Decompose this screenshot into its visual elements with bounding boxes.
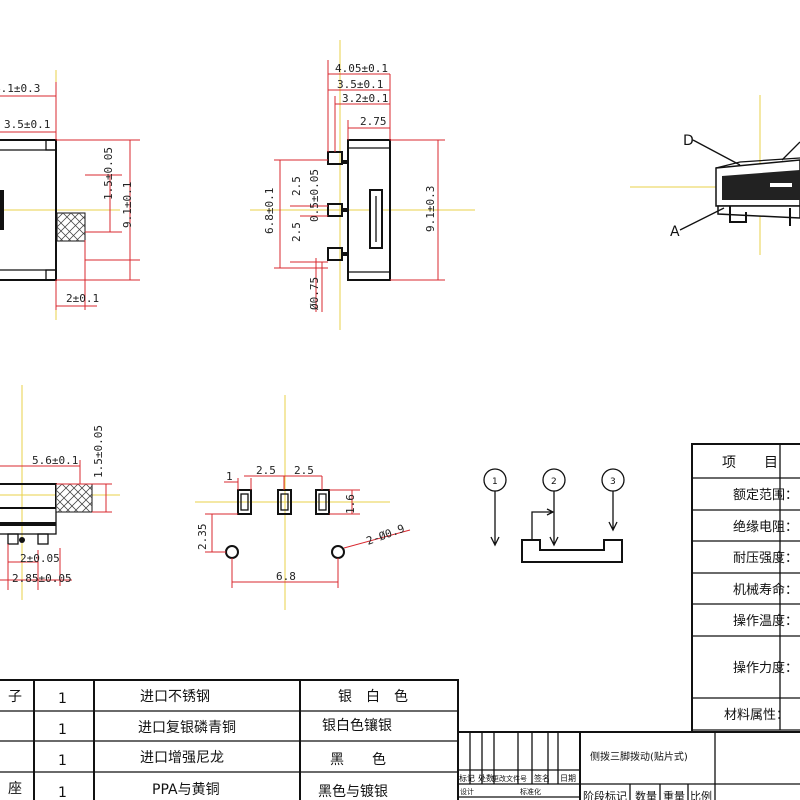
spec-row-2: 绝缘电阻： [733,519,798,535]
spec-header: 项 目 [722,455,778,471]
spec-row-6: 操作力度： [733,660,798,676]
side-view: 4.05±0.1 3.5±0.1 3.2±0.1 2.75 6.8±0.1 2.… [250,40,475,330]
spec-row-3: 耐压强度： [733,550,798,566]
product-name: 侧拨三脚拨动(贴片式) [590,750,688,763]
top-view: 4.1±0.3 3.5±0.1 2±0.1 1.5±0.05 9.1±0.1 [0,70,140,320]
dim-front-a: 5.6±0.1 [32,454,78,467]
iso-label-a: A [670,224,680,240]
pin-3-label: 3 [610,477,616,487]
dim-side-g: 0.5±0.05 [308,169,321,222]
dim-side-h: 2.5 [290,222,303,242]
spec-row-7: 材料属性： [724,708,789,723]
bom-r3-finish: 黑 色 [330,751,386,768]
dim-pcb-a: 1 [226,470,233,483]
tb-stage: 阶段标记 [583,789,627,800]
bom-r1-material: 进口不锈钢 [140,689,210,705]
dim-top-e: 2±0.1 [66,292,99,305]
dim-top-b: 3.5±0.1 [4,118,50,131]
iso-label-d: D [683,133,694,149]
spec-table: 项 目 额定范围： 绝缘电阻： 耐压强度： 机械寿命： 操作温度： 操作力度： … [691,443,800,733]
tb-design: 设计 [460,787,474,796]
circuit-schematic: 1 2 3 [483,468,625,563]
bom-r3-material: 进口增强尼龙 [140,750,224,766]
bom-r3-qty: 1 [58,753,67,769]
dim-side-c: 3.2±0.1 [342,92,388,105]
dim-side-i: 9.1±0.3 [424,186,437,232]
bom-r2-qty: 1 [58,722,67,738]
dim-top-d: 9.1±0.1 [121,182,134,228]
bom-r4-material: PPA与黄铜 [152,781,220,798]
dim-front-b: 1.5±0.05 [92,425,105,478]
bom-table: 子 1 进口不锈钢 银 白 色 1 进口复银磷青铜 银白色镶银 1 进口增强尼龙… [0,679,459,800]
tb-scale: 比例 [690,789,712,800]
dim-front-d: 2.85±0.05 [12,572,72,585]
dim-pcb-g: 6.8 [276,570,296,583]
bom-r2-finish: 银白色镶银 [322,717,392,734]
bom-r1-finish: 银 白 色 [338,688,408,705]
spec-row-5: 操作温度： [733,613,798,629]
dim-side-a: 4.05±0.1 [335,62,388,75]
tb-h-5: 日期 [560,774,576,783]
dim-pcb-b: 2.5 [256,464,276,477]
tb-standard: 标准化 [520,787,541,796]
dim-pcb-d: 1.6 [344,494,357,514]
spec-row-1: 额定范围： [733,488,798,503]
tb-h-2: 处数 [478,773,494,783]
bom-r1-part: 子 [8,689,22,705]
dim-pcb-f: 2-Ø0.9 [365,522,407,548]
bom-r4-part: 座 [8,781,22,797]
tb-weight: 重量 [663,789,685,800]
dim-side-f: 2.5 [290,176,303,196]
dim-pcb-e: 2.35 [196,524,209,551]
dim-side-j: Ø0.75 [308,277,321,310]
tb-h-4: 签名 [534,773,550,783]
pin-2-label: 2 [551,477,557,487]
dim-top-c: 1.5±0.05 [102,147,115,200]
tb-h-1: 标记 [459,773,475,783]
tb-qty: 数量 [635,790,657,800]
tb-h-3: 更改文件号 [492,774,527,783]
dim-top-a: 4.1±0.3 [0,82,40,95]
dim-side-d: 2.75 [360,115,387,128]
iso-view: D A [630,95,800,255]
dim-pcb-c: 2.5 [294,464,314,477]
pcb-layout: 1 2.5 2.5 1.6 2.35 2-Ø0.9 6.8 [195,395,411,610]
bom-r4-qty: 1 [58,785,67,800]
title-block: 侧拨三脚拨动(贴片式) 标记 处数 更改文件号 签名 日期 设计 标准化 阶段标… [457,731,800,800]
bom-r4-finish: 黑色与镀银 [318,783,388,800]
spec-row-4: 机械寿命： [733,582,798,598]
bom-r1-qty: 1 [58,691,67,707]
bom-r2-material: 进口复银磷青铜 [138,719,236,736]
dim-side-b: 3.5±0.1 [337,78,383,91]
pin-1-label: 1 [492,477,498,487]
front-view: 5.6±0.1 1.5±0.05 2±0.05 2.85±0.05 [0,385,120,600]
dim-side-e: 6.8±0.1 [263,188,276,234]
dim-front-c: 2±0.05 [20,552,60,565]
